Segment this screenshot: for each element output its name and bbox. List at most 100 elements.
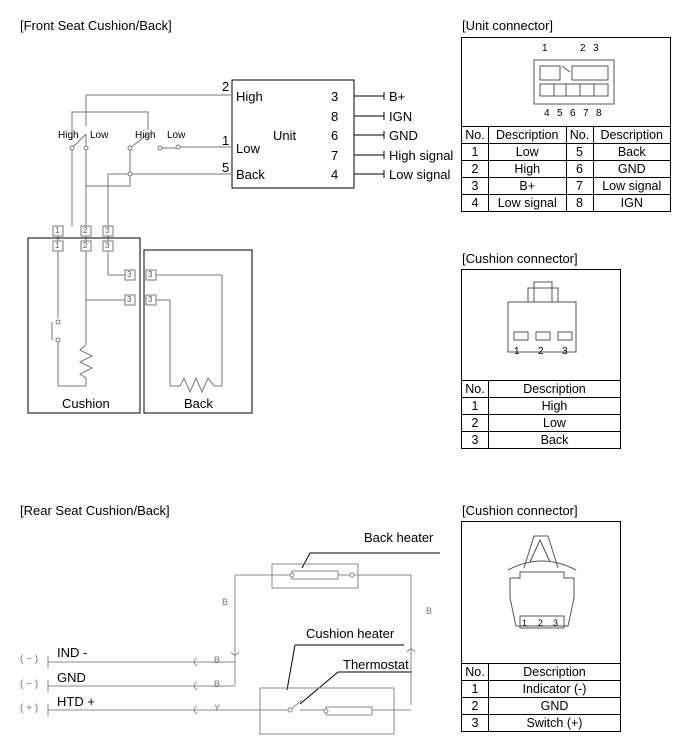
table-header-row: No. Description bbox=[461, 380, 621, 398]
cell: Back bbox=[488, 431, 621, 449]
terminal-3-cushion-a: 3 bbox=[127, 270, 132, 279]
unit-connector-table: No. Description No. Description 1 Low 5 … bbox=[461, 126, 671, 212]
table-row: 2 GND bbox=[461, 697, 621, 715]
wire-htd-label: HTD + bbox=[57, 694, 95, 709]
unit-pin-8-num: 8 bbox=[331, 109, 339, 124]
terminal-1-bottom: 1 bbox=[55, 241, 60, 250]
cushion-connector-front-table: No. Description 1 High 2 Low 3 Back bbox=[461, 380, 621, 449]
cushion-connector-rear-table: No. Description 1 Indicator (-) 2 GND 3 … bbox=[461, 663, 621, 732]
rear-conn-pin-1: 1 bbox=[522, 618, 528, 628]
rear-conn-pin-2: 2 bbox=[538, 618, 544, 628]
wire-1-color: B bbox=[214, 655, 221, 665]
cushion-connector-front-title: [Cushion connector] bbox=[462, 251, 578, 266]
unit-pin-low-label: Low bbox=[236, 141, 260, 156]
unit-pin-3-num: 3 bbox=[331, 89, 339, 104]
front-conn-pin-3: 3 bbox=[562, 346, 568, 357]
cell: 3 bbox=[461, 177, 489, 195]
wire-back-color-right: B bbox=[426, 606, 433, 616]
cell: 1 bbox=[461, 397, 489, 415]
signal-gnd: GND bbox=[389, 128, 418, 143]
unit-conn-pin-6: 6 bbox=[570, 108, 576, 119]
wire-2-polarity: ( − ) bbox=[20, 679, 39, 690]
cell: Low bbox=[488, 143, 567, 161]
wire-back-color-left: B bbox=[222, 597, 229, 607]
col-description: Description bbox=[488, 126, 567, 144]
switch-2-high-label: High bbox=[135, 130, 156, 141]
terminal-3-back-a: 3 bbox=[148, 270, 153, 279]
unit-pin-7-num: 7 bbox=[331, 148, 339, 163]
table-row: 3 Back bbox=[461, 431, 621, 449]
unit-conn-pin-5: 5 bbox=[557, 108, 563, 119]
cell: Back bbox=[592, 143, 671, 161]
signal-low: Low signal bbox=[389, 167, 451, 182]
cushion-heater-label: Cushion heater bbox=[306, 626, 395, 641]
cell: 5 bbox=[565, 143, 594, 161]
cell: High bbox=[488, 397, 621, 415]
unit-conn-pin-2: 2 bbox=[580, 43, 586, 54]
unit-conn-pin-4: 4 bbox=[544, 108, 550, 119]
wire-1-polarity: ( − ) bbox=[20, 654, 39, 665]
col-description: Description bbox=[488, 663, 621, 681]
cell: 8 bbox=[565, 194, 594, 212]
cell: Low signal bbox=[488, 194, 567, 212]
cushion-connector-front-drawing: 1 2 3 bbox=[461, 269, 621, 381]
unit-conn-pin-1: 1 bbox=[542, 43, 548, 54]
unit-pin-2-num: 2 bbox=[222, 79, 230, 94]
col-no: No. bbox=[565, 126, 594, 144]
unit-pin-back-label: Back bbox=[236, 167, 265, 182]
table-row: 1 High bbox=[461, 397, 621, 415]
cell: 1 bbox=[461, 143, 489, 161]
table-row: 3 Switch (+) bbox=[461, 714, 621, 732]
unit-pin-4-num: 4 bbox=[331, 167, 339, 182]
cushion-connector-rear-drawing: 1 2 3 bbox=[461, 521, 621, 664]
front-conn-pin-1: 1 bbox=[514, 346, 520, 357]
cell: Indicator (-) bbox=[488, 680, 621, 698]
back-label: Back bbox=[184, 396, 213, 411]
unit-conn-pin-8: 8 bbox=[596, 108, 602, 119]
col-no: No. bbox=[461, 663, 489, 681]
back-box bbox=[143, 249, 253, 414]
thermostat-label: Thermostat bbox=[343, 657, 409, 672]
unit-label: Unit bbox=[273, 128, 297, 143]
back-heater-label: Back heater bbox=[364, 530, 434, 545]
unit-conn-pin-3: 3 bbox=[593, 43, 599, 54]
terminal-3-cushion-b: 3 bbox=[127, 295, 132, 304]
cell: 2 bbox=[461, 697, 489, 715]
signal-bplus: B+ bbox=[389, 89, 406, 104]
unit-connector-drawing: 1 2 3 4 5 6 7 8 bbox=[461, 37, 671, 127]
wire-ind-label: IND - bbox=[57, 645, 88, 660]
table-row: 3 B+ 7 Low signal bbox=[461, 177, 671, 195]
table-row: 1 Indicator (-) bbox=[461, 680, 621, 698]
cell: 3 bbox=[461, 431, 489, 449]
table-header-row: No. Description No. Description bbox=[461, 126, 671, 144]
cell: IGN bbox=[592, 194, 671, 212]
signal-high: High signal bbox=[389, 148, 454, 163]
wire-2-color: B bbox=[214, 679, 221, 689]
terminal-2-bottom: 2 bbox=[83, 241, 88, 250]
switch-1-low-label: Low bbox=[90, 130, 109, 141]
cushion-label: Cushion bbox=[62, 396, 110, 411]
table-header-row: No. Description bbox=[461, 663, 621, 681]
cushion-connector-rear-title: [Cushion connector] bbox=[462, 503, 578, 518]
terminal-1-top: 1 bbox=[55, 226, 60, 235]
table-row: 4 Low signal 8 IGN bbox=[461, 194, 671, 212]
rear-seat-title: [Rear Seat Cushion/Back] bbox=[20, 503, 170, 518]
table-row: 1 Low 5 Back bbox=[461, 143, 671, 161]
cell: 2 bbox=[461, 160, 489, 178]
cell: High bbox=[488, 160, 567, 178]
rear-conn-pin-3: 3 bbox=[553, 618, 559, 628]
cell: 2 bbox=[461, 414, 489, 432]
cell: 3 bbox=[461, 714, 489, 732]
cell: GND bbox=[488, 697, 621, 715]
table-row: 2 High 6 GND bbox=[461, 160, 671, 178]
terminal-3-bottom: 3 bbox=[105, 241, 110, 250]
terminal-3-top: 3 bbox=[105, 226, 110, 235]
cell: 7 bbox=[565, 177, 594, 195]
cell: 6 bbox=[565, 160, 594, 178]
table-row: 2 Low bbox=[461, 414, 621, 432]
terminal-2-top: 2 bbox=[83, 226, 88, 235]
col-no: No. bbox=[461, 126, 489, 144]
switch-1-high-label: High bbox=[58, 130, 79, 141]
cell: Switch (+) bbox=[488, 714, 621, 732]
